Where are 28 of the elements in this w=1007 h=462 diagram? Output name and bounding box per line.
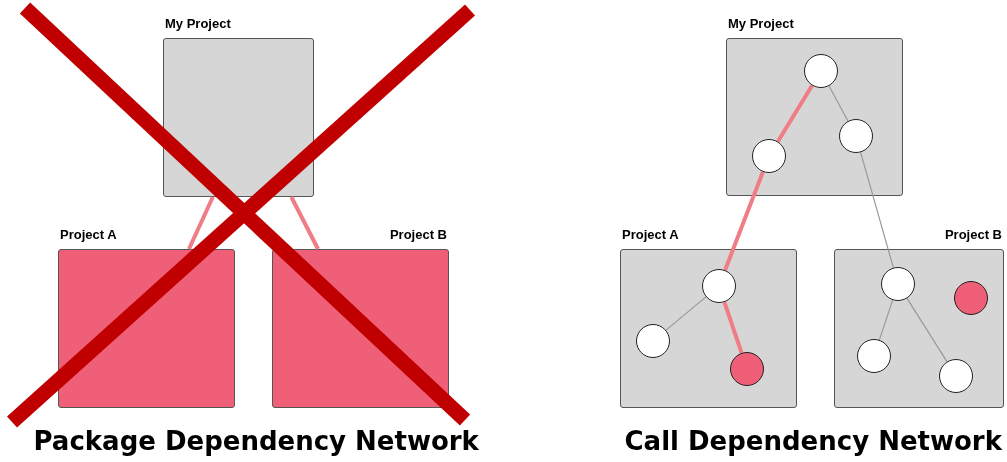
project-heading: Project B (389, 227, 447, 243)
diagram-caption: Package Dependency Network (33, 426, 479, 456)
project-heading: Project A (60, 227, 117, 243)
diagram-caption: Call Dependency Network (624, 426, 1002, 456)
connector-line (828, 85, 849, 122)
project-heading: My Project (165, 16, 231, 32)
project-heading: Project A (622, 227, 679, 243)
function-circle (730, 352, 764, 386)
connector-line (906, 297, 948, 363)
connector-line (722, 301, 744, 354)
connector-line (723, 171, 765, 271)
project-heading: Project B (944, 227, 1002, 243)
function-circle (857, 339, 891, 373)
function-circle (636, 324, 670, 358)
function-circle (881, 267, 915, 301)
function-circle (954, 281, 988, 315)
connector-line (289, 196, 320, 250)
function-circle (702, 269, 736, 303)
function-circle (839, 119, 873, 153)
connector-line (776, 84, 814, 143)
connector-line (665, 296, 707, 331)
connector-line (878, 299, 894, 341)
connector-line (187, 196, 215, 250)
function-circle (804, 54, 838, 88)
function-circle (939, 359, 973, 393)
connector-line (860, 151, 894, 269)
function-circle (752, 139, 786, 173)
project-heading: My Project (728, 16, 794, 32)
